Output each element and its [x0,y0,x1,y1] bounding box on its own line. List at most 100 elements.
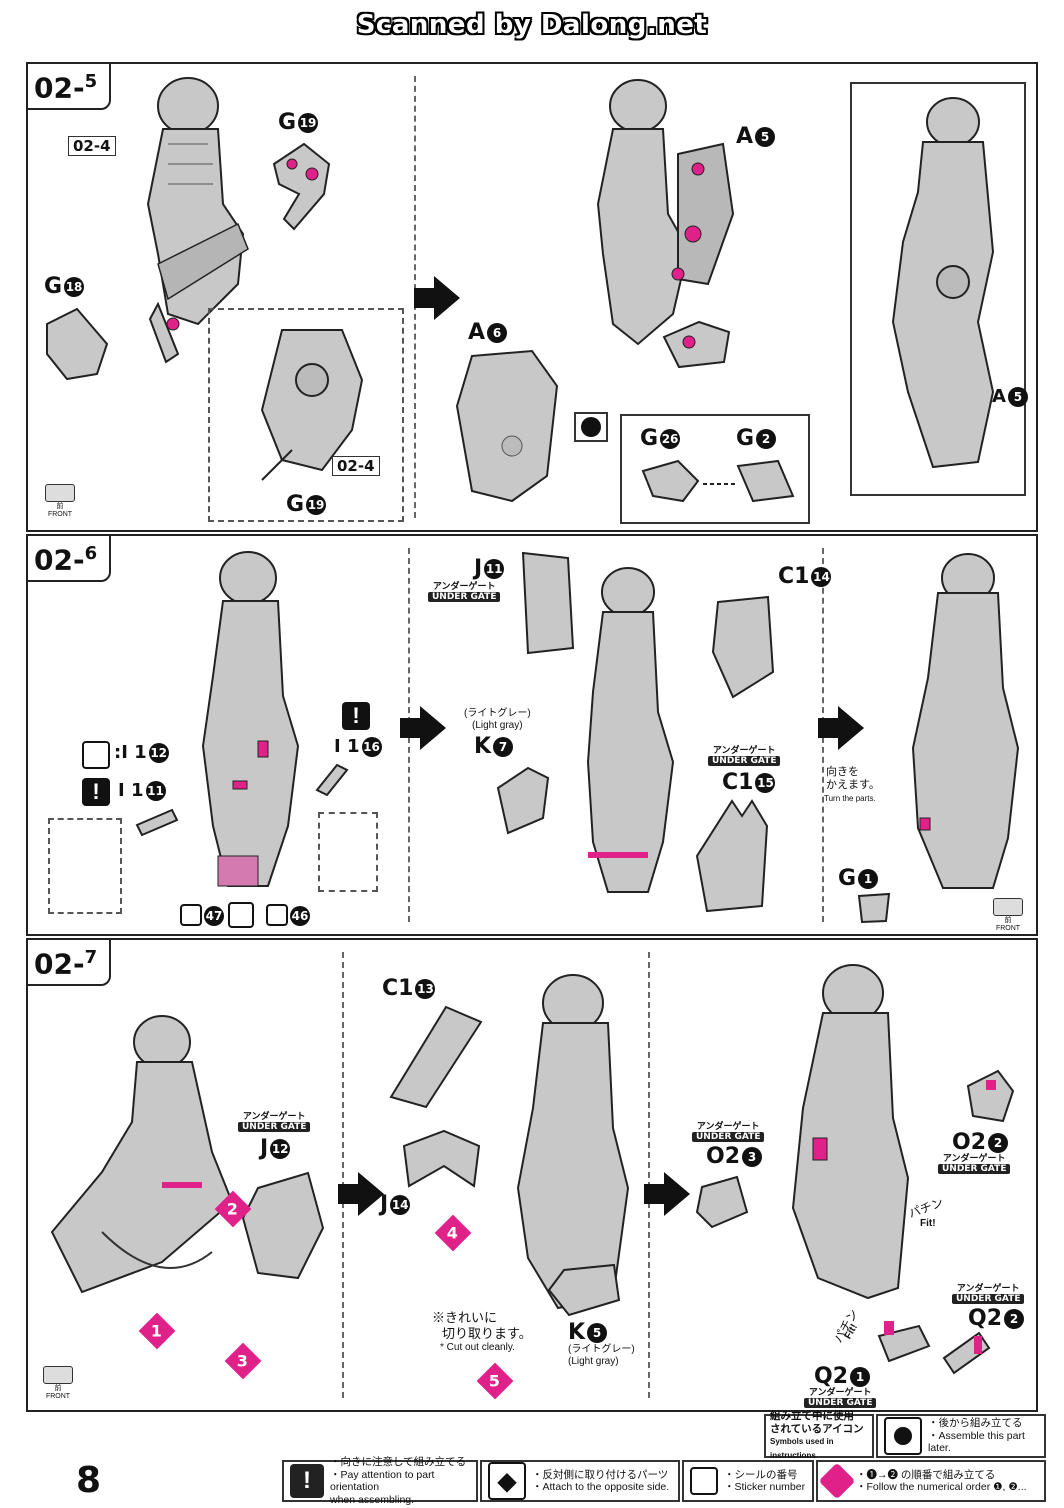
part-g18-illustration [46,307,109,381]
legend-sticker: ・シールの番号・Sticker number [682,1460,814,1502]
legend-orientation: ! ・向きに注意して組み立てる・Pay attention to part or… [282,1456,478,1506]
sticker-icon [266,904,288,926]
order-marker-1: 1 [138,1312,176,1350]
leg-frame-illustration [146,77,249,364]
inset-part-illustration [260,329,364,481]
legend-order: ・❶→❷ の順番で組み立てる・Follow the numerical orde… [816,1460,1046,1502]
step-number: 02-6 [26,534,112,583]
order-marker-3: 3 [224,1342,262,1380]
part-k5-illustration [547,1263,621,1317]
next-arrow [400,706,446,750]
orientation-icon: ! [82,778,110,806]
orientation-icon: ! [290,1464,324,1498]
ref-02-4: 02-4 [68,136,116,156]
part-q21-illustration [877,1321,931,1363]
next-arrow [644,1172,690,1216]
legend-assemble-later: ・後から組み立てる・Assemble this part later. [876,1414,1046,1458]
k5-color-en: (Light gray) [568,1356,619,1367]
divider [342,952,344,1398]
order-marker-4: 4 [434,1214,472,1252]
part-c15-illustration [695,799,769,913]
part-g2-illustration [662,320,731,369]
next-arrow [414,276,460,320]
part-o23-illustration [695,1175,749,1229]
part-g19-illustration [272,142,331,231]
turn-parts-jp-1: 向きを [826,766,859,778]
orientation-icon: ! [342,702,370,730]
part-j14-illustration [402,1129,481,1188]
part-i16-illustration [315,763,349,797]
assemble-later-icon [574,412,608,442]
sticker-icon [690,1467,718,1495]
part-i11-illustration [135,808,179,837]
turn-parts-en: Turn the parts. [824,794,876,803]
fit-en: Fit! [920,1218,936,1229]
part-g1-illustration [857,892,891,924]
next-arrow [338,1172,384,1216]
completed-leg-illustration [891,97,995,469]
part-j12-illustration [241,1171,325,1280]
part-c13-illustration [389,1005,483,1109]
detail-inset [318,812,378,892]
divider [836,76,838,518]
next-arrow [818,706,864,750]
watermark: Scanned by Dalong.net [356,10,708,40]
sticker-46: 46 [290,906,310,926]
legend-opposite-side: ◆ ・反対側に取り付けるパーツ・Attach to the opposite s… [480,1460,680,1502]
cut-note-en: * Cut out cleanly. [440,1342,515,1353]
opposite-side-icon [228,902,254,928]
cut-note-jp-2: 切り取ります。 [442,1326,532,1341]
k7-color-jp: (ライトグレー) [464,708,531,719]
turned-leg-illustration [911,553,1020,889]
part-k7-illustration [496,766,550,835]
opposite-side-icon [82,741,110,769]
leg-frame-illustration [201,551,300,887]
detail-inset [208,308,404,522]
order-icon [818,1462,856,1500]
step-number: 02-5 [26,62,112,111]
part-j11-illustration [521,551,575,655]
cut-note-jp-1: ※きれいに [432,1310,498,1325]
part-a6-illustration [455,349,559,503]
part-q22-illustration [942,1331,991,1375]
leg-assembly-illustration [596,79,735,346]
divider [648,952,650,1398]
turn-parts-jp-2: かえます。 [826,779,880,791]
order-marker-5-c13: 5 [476,1362,514,1400]
opposite-side-icon: ◆ [488,1462,526,1500]
step-number: 02-7 [26,938,112,987]
k5-color-jp: (ライトグレー) [568,1344,635,1355]
